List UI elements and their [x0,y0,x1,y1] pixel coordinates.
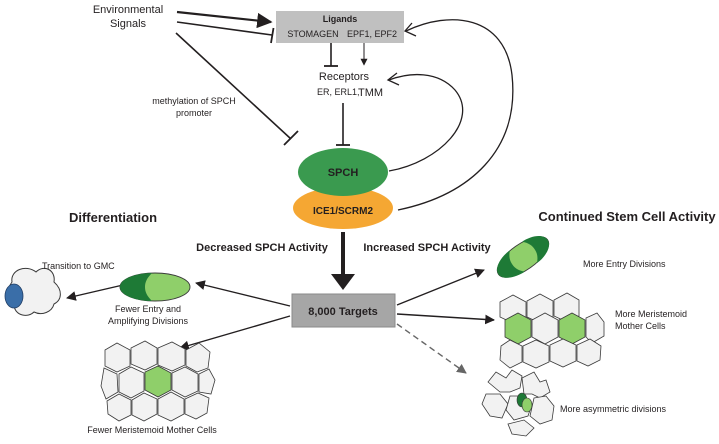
methylation-label-line2: promoter [176,108,212,118]
increased-spch-label: Increased SPCH Activity [363,242,491,254]
environmental-signals-line2: Signals [110,18,147,30]
fewer-mmc-tissue [100,340,216,422]
targets-to-fewer-entry-arrow [195,280,291,307]
receptors-tmm: TMM [358,87,383,99]
ligands-box [276,11,404,43]
receptors-title: Receptors [319,71,370,83]
env-inhibit-bar [270,27,275,44]
targets-box [291,293,396,328]
more-entry-cell [496,236,550,278]
targets-label: 8,000 Targets [308,306,378,318]
fewer-mmc-label: Fewer Meristemoid Mother Cells [87,425,217,435]
env-to-ligands-arrow [176,10,273,29]
targets-to-asym-dashed-arrow [396,323,467,374]
spch-receptor-feedback-head [386,72,400,86]
environmental-signals-line1: Environmental [93,4,163,16]
spch-to-targets-head [331,274,355,290]
more-entry-label: More Entry Divisions [583,259,666,269]
receptors-er-erl1: ER, ERL1, [317,87,360,97]
differentiation-heading: Differentiation [69,210,157,225]
decreased-spch-label: Decreased SPCH Activity [196,242,329,254]
targets-to-more-mmc-arrow [396,313,495,325]
asymmetric-division-cells [481,369,555,437]
ice1-scrm2-label: ICE1/SCRM2 [313,206,373,217]
ligands-title: Ligands [323,14,358,24]
asym-light-meristemoid [521,397,533,413]
gmc-label: Transition to GMC [42,261,115,271]
fewer-entry-cell [119,272,191,302]
more-mmc-line2: Mother Cells [615,321,666,331]
env-inhibits-ligands [176,21,273,36]
ice1-scrm2-ellipse [293,187,393,229]
fewer-entry-line2: Amplifying Divisions [108,316,189,326]
spch-label: SPCH [328,167,359,179]
more-mmc-tissue [499,292,605,369]
stem-activity-heading: Continued Stem Cell Activity [538,209,716,224]
methylation-inhibit-bar [283,130,299,146]
methylation-label-line1: methylation of SPCH [152,96,236,106]
entry-to-gmc-arrow [66,284,124,301]
ligand-stomagen: STOMAGEN [287,29,338,39]
ice1-to-ligands-feedback [397,19,514,211]
ligand-epf: EPF1, EPF2 [347,29,397,39]
methylation-inhibits-spch [175,32,292,140]
fewer-entry-line1: Fewer Entry and [115,304,181,314]
spch-to-receptors-feedback [388,73,464,172]
gmc-blue-nucleus [4,283,24,309]
ice1-ligand-feedback-head [403,22,417,37]
targets-to-more-entry-arrow [396,268,485,306]
more-asym-label: More asymmetric divisions [560,404,667,414]
spch-ellipse [298,148,388,196]
targets-to-fewer-mmc-arrow [179,315,291,351]
more-mmc-line1: More Meristemoid [615,309,687,319]
